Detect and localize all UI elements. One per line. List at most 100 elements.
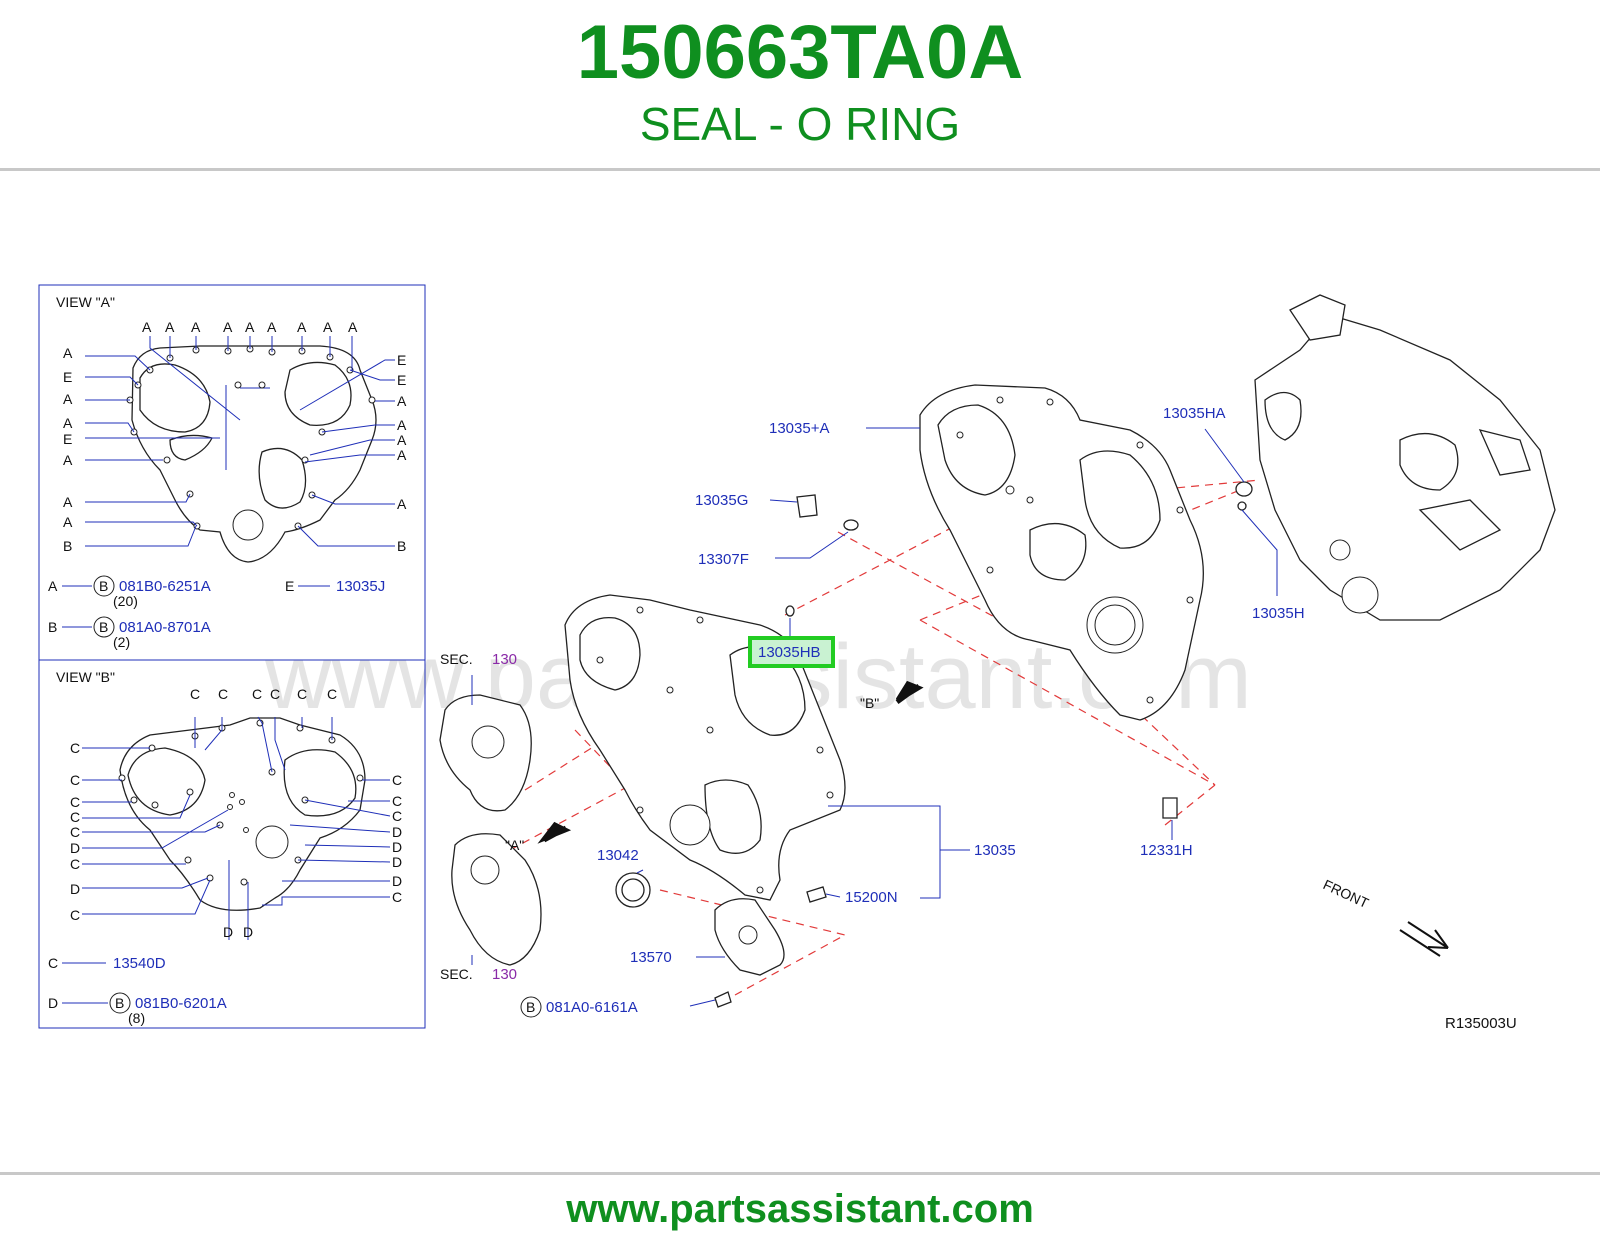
svg-text:C: C (70, 824, 80, 840)
svg-text:13540D: 13540D (113, 955, 166, 972)
svg-text:B: B (99, 578, 108, 594)
highlight-box (748, 636, 835, 668)
front-direction-arrow-icon (1399, 921, 1449, 957)
water-pump-housing-upper (439, 694, 532, 812)
svg-text:C: C (70, 907, 80, 923)
svg-text:D: D (392, 854, 402, 870)
svg-text:E: E (285, 578, 294, 594)
sec-number-lower: 130 (492, 966, 517, 983)
svg-text:(2): (2) (113, 634, 130, 650)
svg-text:D: D (223, 924, 233, 940)
view-a-reference: "A" (505, 837, 524, 853)
view-b-title: VIEW "B" (56, 669, 115, 685)
svg-text:B: B (63, 538, 72, 554)
callout-081a0-6161a: 081A0-6161A (546, 999, 638, 1016)
svg-text:D: D (392, 824, 402, 840)
svg-text:C: C (392, 793, 402, 809)
svg-text:D: D (70, 881, 80, 897)
view-a-panel: VIEW "A" (38, 284, 426, 661)
callout-13035-a: 13035+A (769, 420, 829, 437)
svg-text:C: C (392, 889, 402, 905)
sensor-13035g (796, 494, 818, 518)
callout-15200n: 15200N (845, 889, 898, 906)
view-b-crank-hole (255, 825, 289, 859)
svg-text:C: C (252, 686, 262, 702)
svg-text:A: A (397, 417, 407, 433)
svg-text:13035J: 13035J (336, 578, 385, 595)
parts-diagram: www.partsassistant.com VIEW "A" (38, 284, 1556, 1032)
callout-13035: 13035 (974, 842, 1016, 859)
svg-text:A: A (63, 415, 73, 431)
sec-label-lower: SEC. (440, 966, 473, 982)
svg-text:A: A (63, 391, 73, 407)
view-a-small-opening (169, 434, 213, 461)
water-pump-housing-lower (451, 833, 542, 966)
view-a-title: VIEW "A" (56, 294, 115, 310)
front-oil-seal-inner (621, 878, 645, 902)
svg-text:E: E (63, 369, 72, 385)
view-b-reference: "B" (860, 695, 879, 711)
svg-text:A: A (191, 319, 201, 335)
svg-text:C: C (70, 794, 80, 810)
svg-text:C: C (297, 686, 307, 702)
svg-text:A: A (397, 393, 407, 409)
svg-text:(20): (20) (113, 593, 138, 609)
svg-text:A: A (348, 319, 358, 335)
callout-13035h: 13035H (1252, 605, 1305, 622)
svg-text:A: A (397, 496, 407, 512)
view-a-letter-labels: A E A A E A A A B A A A A A A A A A E E … (63, 319, 407, 554)
svg-text:081B0-6201A: 081B0-6201A (135, 995, 227, 1012)
svg-text:A: A (165, 319, 175, 335)
callout-labels: 13035+A 13035G 13307F 13035HB 13035HA 13… (440, 405, 1517, 1032)
svg-text:A: A (63, 514, 73, 530)
callout-13035hb[interactable]: 13035HB (758, 644, 821, 661)
o-ring-13035ha (1235, 481, 1253, 497)
svg-text:A: A (397, 432, 407, 448)
front-timing-cover (564, 594, 846, 901)
dowel-15200n (806, 886, 827, 903)
svg-text:E: E (397, 352, 406, 368)
svg-text:A: A (397, 447, 407, 463)
svg-text:C: C (327, 686, 337, 702)
svg-text:B: B (115, 995, 124, 1011)
seal-13307f (843, 519, 859, 531)
svg-text:C: C (190, 686, 200, 702)
bolt-081a0-6161a (714, 991, 732, 1008)
part-number-title: 150663TA0A (576, 10, 1024, 95)
oil-pump-cover (714, 898, 785, 976)
svg-text:C: C (48, 955, 58, 971)
part-name-subtitle: SEAL - O RING (639, 98, 961, 150)
sec-number-upper: 130 (492, 651, 517, 668)
sec-label-upper: SEC. (440, 651, 473, 667)
footer-url-link[interactable]: www.partsassistant.com (566, 1187, 1034, 1231)
svg-text:A: A (63, 494, 73, 510)
svg-text:B: B (48, 619, 57, 635)
svg-text:A: A (245, 319, 255, 335)
svg-text:A: A (142, 319, 152, 335)
front-label: FRONT (1321, 876, 1372, 911)
svg-text:B: B (397, 538, 406, 554)
svg-text:C: C (70, 740, 80, 756)
view-a-crank-hole (232, 509, 264, 541)
svg-text:C: C (392, 808, 402, 824)
svg-text:A: A (63, 452, 73, 468)
svg-text:C: C (218, 686, 228, 702)
svg-text:A: A (297, 319, 307, 335)
svg-text:A: A (63, 345, 73, 361)
svg-text:B: B (99, 619, 108, 635)
view-a-arrow-icon (537, 821, 572, 844)
view-b-leaders (82, 716, 391, 940)
svg-text:C: C (70, 856, 80, 872)
page-header: 150663TA0A SEAL - O RING (0, 0, 1600, 171)
view-a-leaders (85, 336, 395, 547)
svg-text:(8): (8) (128, 1010, 145, 1026)
svg-text:081B0-6251A: 081B0-6251A (119, 578, 211, 595)
engine-block (1254, 294, 1556, 621)
svg-text:A: A (267, 319, 277, 335)
view-b-legend: C 13540D D B 081B0-6201A (8) (48, 955, 227, 1026)
dowel-12331h (1162, 797, 1178, 819)
view-a-center-opening (258, 447, 307, 509)
callout-13307f: 13307F (698, 551, 749, 568)
view-a-left-opening (139, 363, 211, 433)
bolt-badge: B (526, 999, 535, 1015)
